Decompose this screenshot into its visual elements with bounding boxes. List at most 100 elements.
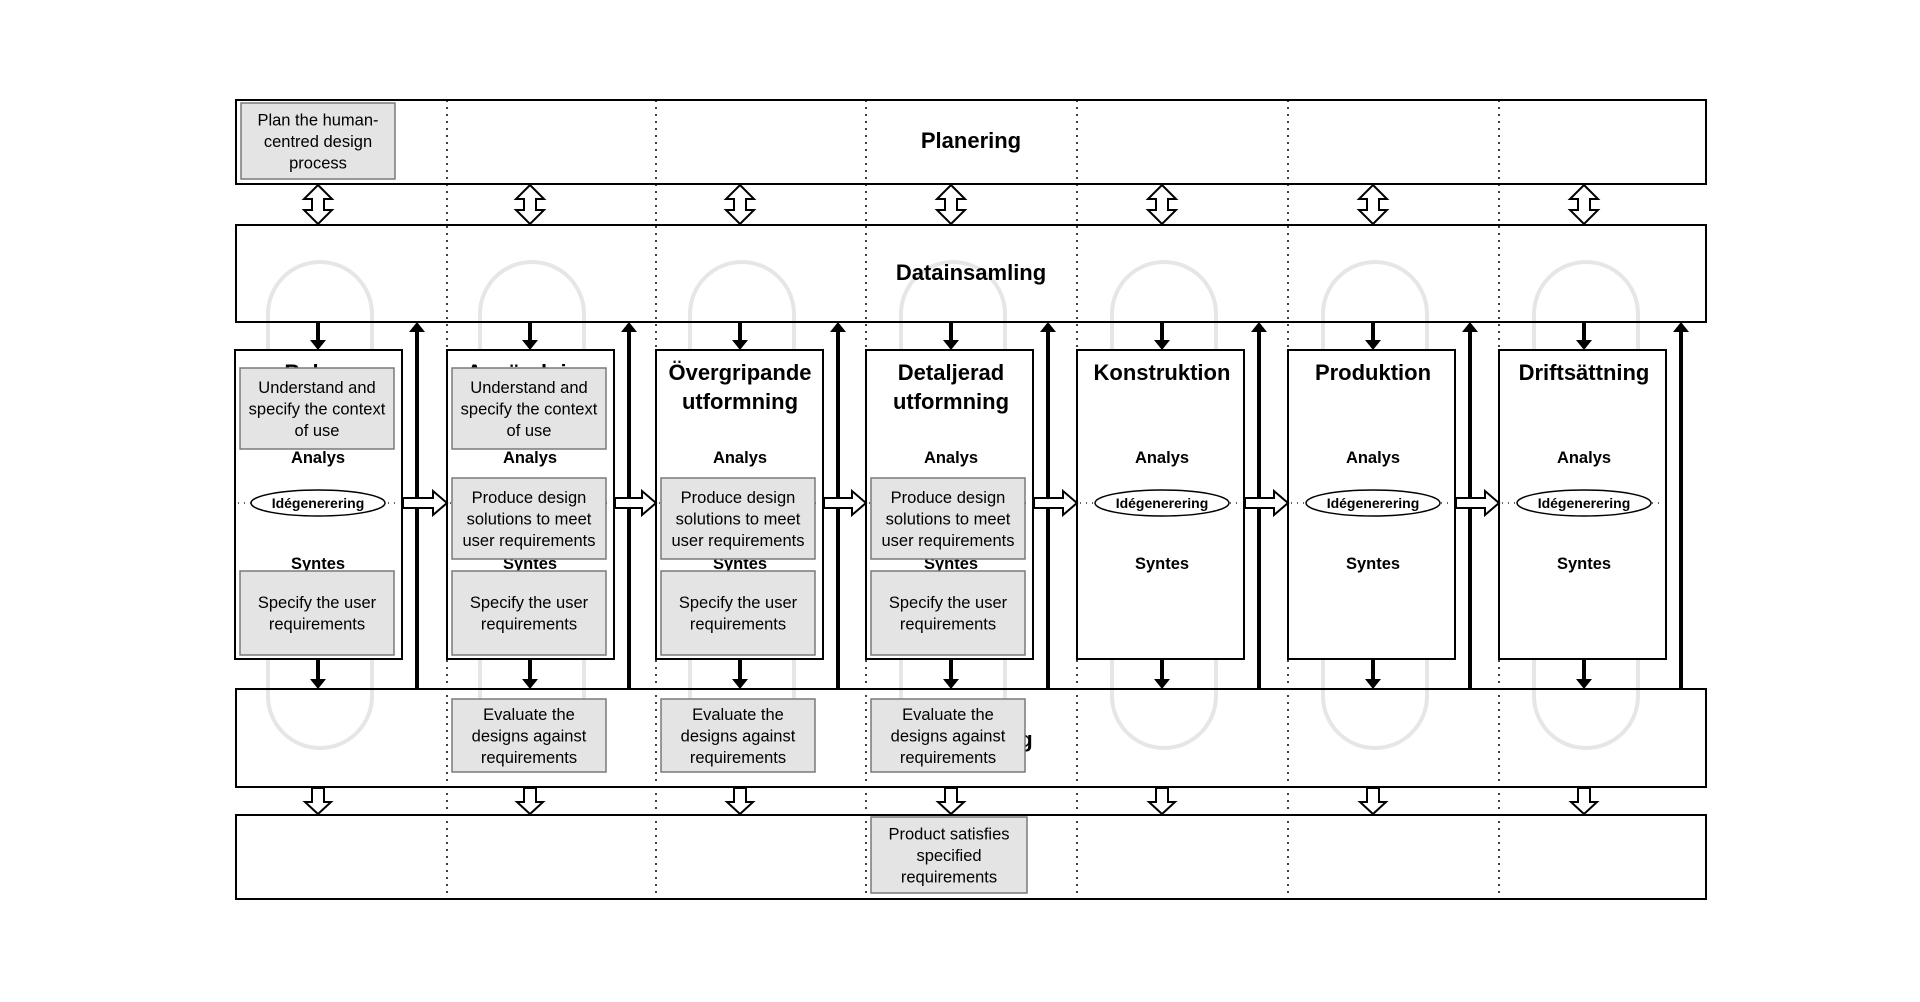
up-arrow-head — [1251, 322, 1267, 332]
double-arrow — [513, 183, 547, 226]
note-plan: Plan the human-centred design process — [240, 102, 396, 180]
note-evaluate-line: designs against — [472, 727, 587, 745]
note-produce-box — [660, 477, 816, 560]
note-produce-line: Produce design — [891, 489, 1006, 507]
double-arrow — [1145, 183, 1179, 226]
note-evaluate-line: designs against — [891, 727, 1006, 745]
note-produce: Produce design solutions to meet user requ… — [451, 477, 607, 560]
note-evaluate-line: designs against — [681, 727, 796, 745]
double-arrow — [1567, 183, 1601, 226]
down-arrow-head — [1154, 679, 1170, 689]
idegenerering-label: Idégenerering — [1116, 495, 1209, 511]
note-plan-box — [240, 102, 396, 180]
analys-label: Analys — [503, 449, 557, 467]
note-specify-line: Specify the user — [889, 594, 1008, 612]
idegenerering-ellipse — [1305, 489, 1441, 517]
down-arrow-hollow — [1357, 787, 1389, 816]
note-evaluate: Evaluate the designs against requirements — [660, 698, 816, 773]
note-produce-line: user requirements — [672, 532, 805, 550]
note-produce: Produce design solutions to meet user requ… — [870, 477, 1026, 560]
analys-label: Analys — [1557, 449, 1611, 467]
syntes-label: Syntes — [1135, 555, 1189, 573]
down-arrow-head — [310, 679, 326, 689]
up-arrow-head — [1462, 322, 1478, 332]
down-arrow-head — [1365, 340, 1381, 350]
note-produce-line: solutions to meet — [886, 510, 1011, 528]
phase-title: utformning — [893, 389, 1009, 414]
up-arrow-head — [830, 322, 846, 332]
phase-title: Driftsättning — [1519, 360, 1650, 385]
note-context-line: Understand and — [470, 379, 587, 397]
note-product-line: Product satisfies — [888, 825, 1009, 843]
phase-title: Detaljerad — [898, 360, 1004, 385]
note-evaluate-line: requirements — [690, 749, 786, 767]
note-context-line: of use — [295, 422, 340, 440]
note-specify-line: requirements — [481, 616, 577, 634]
syntes-label: Syntes — [1346, 555, 1400, 573]
down-arrow-head — [1576, 679, 1592, 689]
right-arrow-hollow — [1033, 488, 1079, 518]
down-arrow-hollow — [1568, 787, 1600, 816]
note-evaluate-line: Evaluate the — [692, 706, 784, 724]
note-plan-line: centred design — [264, 133, 372, 151]
double-arrow — [723, 183, 757, 226]
analys-label: Analys — [1135, 449, 1189, 467]
right-arrow-hollow — [402, 488, 449, 518]
note-produce-line: Produce design — [472, 489, 587, 507]
note-produce-line: user requirements — [882, 532, 1015, 550]
down-arrow-hollow — [514, 787, 546, 816]
note-evaluate-box — [870, 698, 1026, 773]
note-context-line: of use — [507, 422, 552, 440]
note-context-line: Understand and — [258, 379, 375, 397]
note-produce-line: Produce design — [681, 489, 796, 507]
up-arrow-head — [621, 322, 637, 332]
idegenerering-ellipse — [1516, 489, 1652, 517]
note-specify-box — [870, 570, 1026, 656]
note-product-line: specified — [916, 847, 981, 865]
note-plan-line: Plan the human- — [257, 111, 378, 129]
note-evaluate: Evaluate the designs against requirements — [870, 698, 1026, 773]
note-specify-box — [451, 570, 607, 656]
note-produce-line: solutions to meet — [467, 510, 592, 528]
note-specify-box — [660, 570, 816, 656]
down-arrow-head — [732, 679, 748, 689]
note-evaluate-box — [660, 698, 816, 773]
note-produce-line: solutions to meet — [676, 510, 801, 528]
phase-title: Produktion — [1315, 360, 1431, 385]
note-produce-line: user requirements — [463, 532, 596, 550]
phase-title: utformning — [682, 389, 798, 414]
down-arrow-head — [1365, 679, 1381, 689]
note-context-box — [451, 367, 607, 450]
down-arrow-hollow — [935, 787, 967, 816]
note-context-line: specify the context — [461, 400, 598, 418]
note-context: Understand and specify the context of use — [451, 367, 607, 450]
idegenerering-ellipse — [1094, 489, 1230, 517]
note-evaluate-box — [451, 698, 607, 773]
note-evaluate-line: Evaluate the — [902, 706, 994, 724]
note-specify-box — [239, 570, 395, 656]
phase-title: Övergripande — [668, 360, 811, 385]
note-context-line: specify the context — [249, 400, 386, 418]
idegenerering-label: Idégenerering — [1327, 495, 1420, 511]
note-specify-line: requirements — [690, 616, 786, 634]
note-evaluate-line: Evaluate the — [483, 706, 575, 724]
note-plan-line: process — [289, 154, 347, 172]
band-datainsamling — [235, 224, 1707, 323]
up-arrow-head — [1673, 322, 1689, 332]
right-arrow-hollow — [1244, 488, 1290, 518]
note-specify-line: requirements — [269, 616, 365, 634]
note-specify-line: Specify the user — [470, 594, 589, 612]
note-evaluate-line: requirements — [900, 749, 996, 767]
note-produce-box — [451, 477, 607, 560]
down-arrow-head — [1576, 340, 1592, 350]
analys-label: Analys — [713, 449, 767, 467]
